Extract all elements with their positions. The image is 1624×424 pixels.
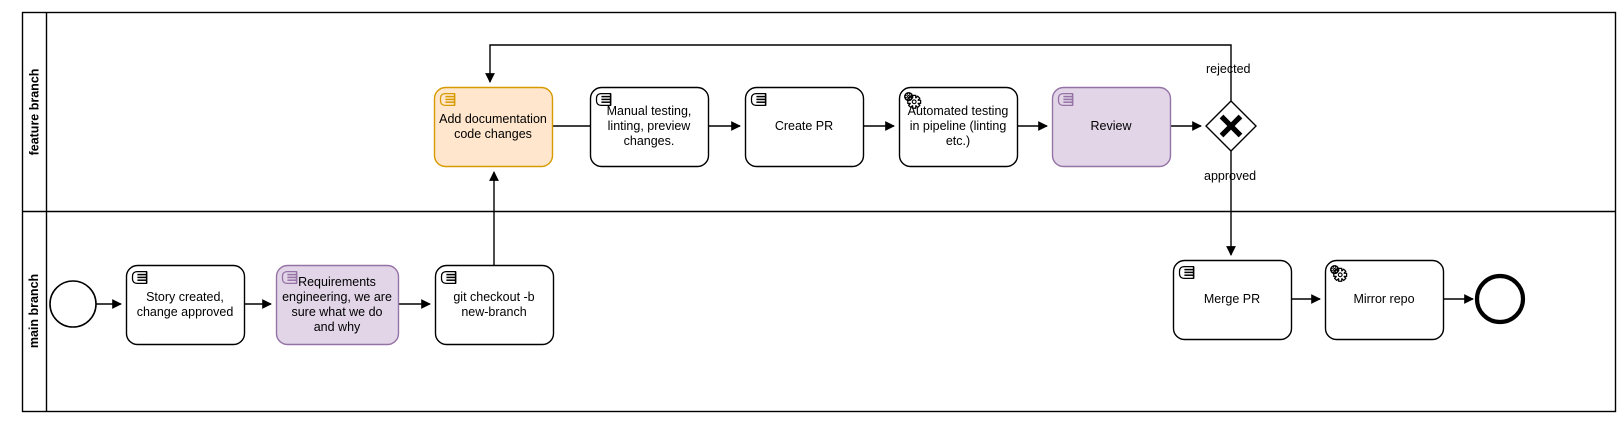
manual-task-icon [439,92,456,107]
service-task-icon [904,92,922,109]
task-shape-t-manual [589,86,710,168]
event-end[interactable] [1477,276,1523,322]
task-shape-t-adddocs [433,86,554,168]
task-t-mirror[interactable] [1325,260,1443,339]
end-event [1474,273,1526,325]
task-shapes [125,86,1445,346]
task-t-adddocs[interactable] [434,87,552,166]
task-t-reqeng[interactable] [276,265,398,344]
flow-gateway-rejected-to-adddocs [485,44,1232,101]
gateway-gw-review[interactable] [1206,101,1256,151]
task-t-createpr[interactable] [745,87,863,166]
task-t-autotest[interactable] [899,87,1017,166]
event-shapes [49,273,1526,328]
edge-label-rejected: rejected [1206,62,1251,76]
task-shape-t-checkout [434,264,555,346]
manual-task-icon [595,92,612,107]
manual-task-icon [440,270,457,285]
manual-task-icon [750,92,767,107]
task-t-checkout[interactable] [435,265,553,344]
task-t-manual[interactable] [590,87,708,166]
pool-container [21,11,1617,413]
lane-title-feature: feature branch [27,68,41,155]
service-task-icon [1330,265,1348,282]
task-t-story[interactable] [126,265,244,344]
lane-title-main: main branch [27,273,41,349]
gateway-shapes [1205,100,1257,152]
manual-task-icon [1057,92,1074,107]
task-shape-t-autotest [898,86,1019,168]
task-shape-t-mergepr [1172,259,1293,341]
sequence-flows [96,44,1474,309]
task-shape-t-story [125,264,246,346]
manual-task-icon [1178,265,1195,280]
task-shape-t-mirror [1324,259,1445,341]
start-event [49,280,97,328]
task-shape-t-createpr [744,86,865,168]
task-shape-t-review [1051,86,1172,168]
task-shape-t-reqeng [275,264,400,346]
manual-task-icon [131,270,148,285]
task-t-mergepr[interactable] [1173,260,1291,339]
event-start[interactable] [50,281,96,327]
gateway-exclusive-marker [1219,114,1243,138]
task-t-review[interactable] [1052,87,1170,166]
edge-label-approved: approved [1204,169,1257,183]
manual-task-icon [281,270,298,285]
